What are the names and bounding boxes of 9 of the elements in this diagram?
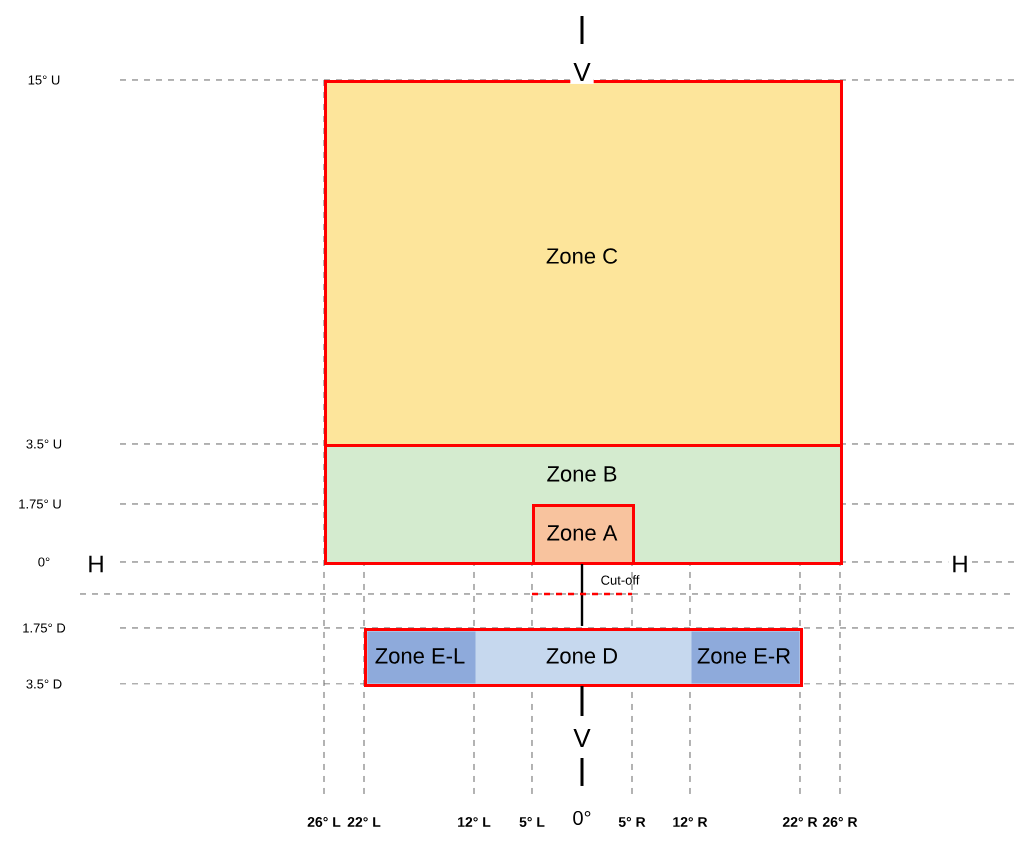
axis-label: V [570,726,594,750]
angle-label: 0° [573,810,591,826]
axis-label: H [948,552,972,576]
axis-label: V [570,60,594,84]
axis-label: H [84,552,108,576]
zone-box: Zone E-L [367,631,476,684]
zone-box: Zone A [532,504,635,565]
zone-box: Zone E-R [691,631,800,684]
zone-box: Zone C [324,80,843,447]
